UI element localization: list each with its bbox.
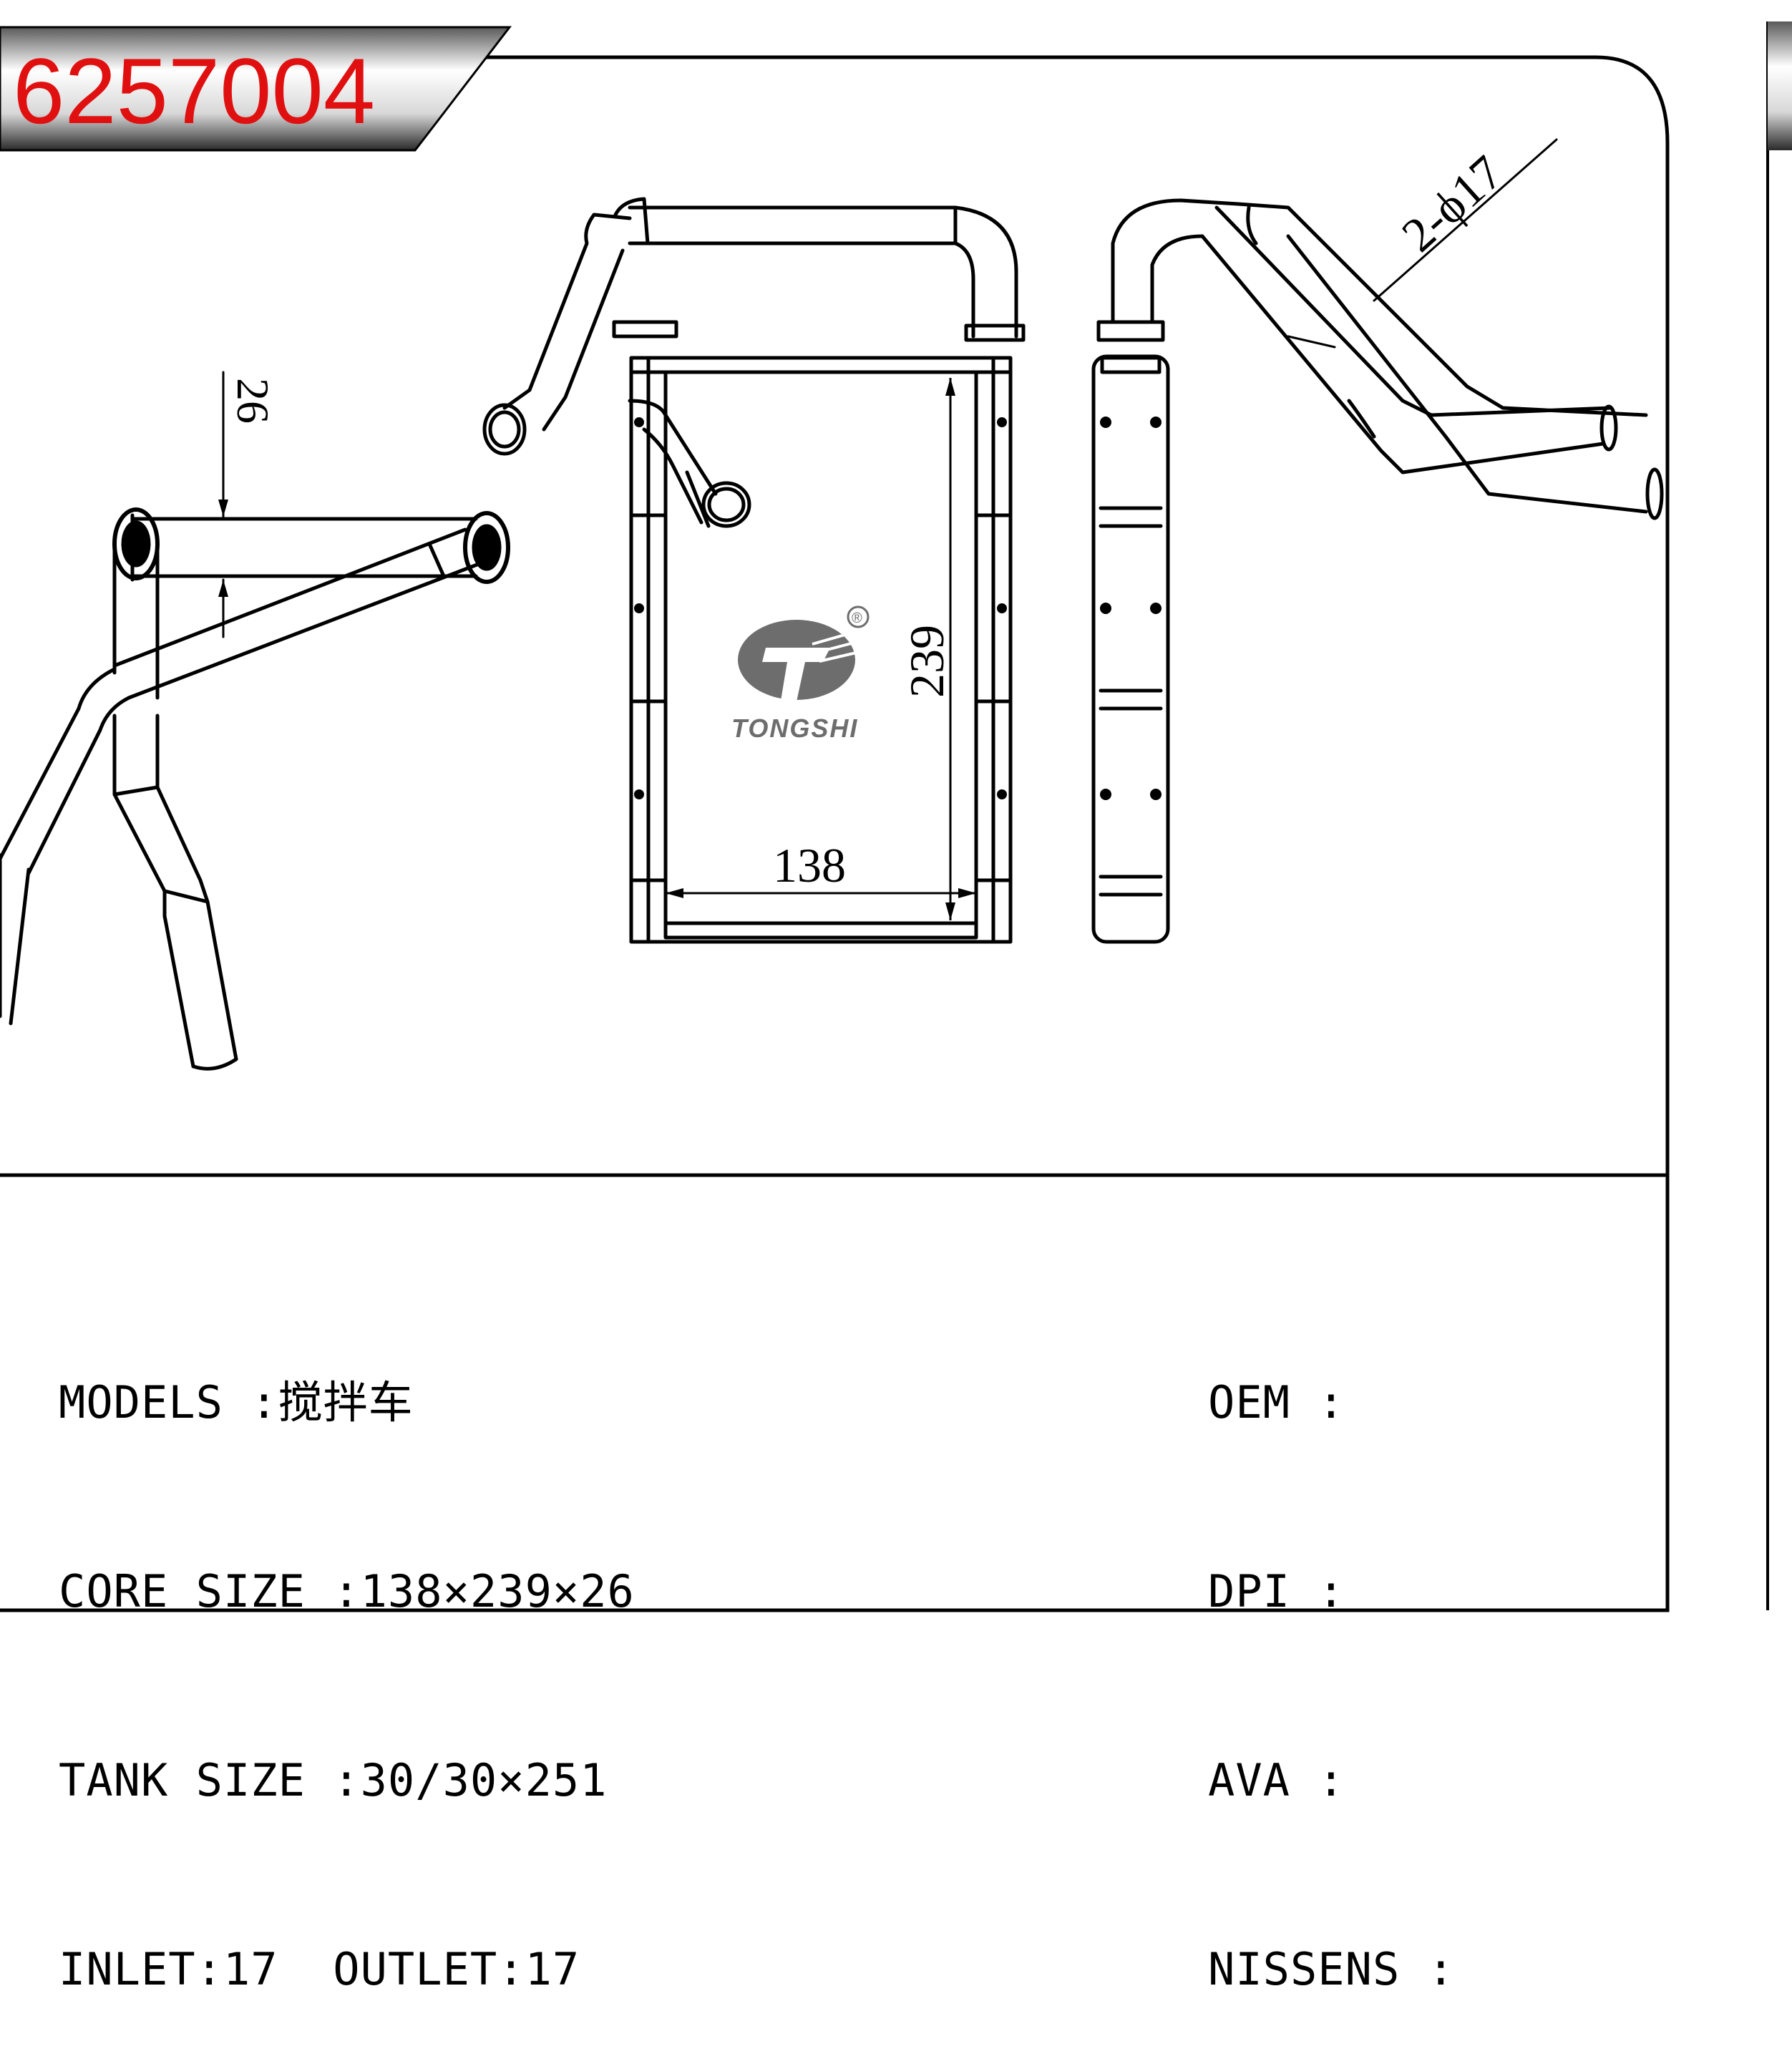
- spec-core-size: CORE SIZE :138×239×26: [59, 1560, 635, 1623]
- spec-block-right: OEM : DPI : AVA : NISSENS :: [1208, 1245, 1455, 2064]
- front-view-bolts: [634, 417, 1007, 799]
- side-view-bolts: [1100, 417, 1162, 800]
- spec-dpi: DPI :: [1208, 1560, 1455, 1623]
- dim-tube-pitch: 26: [228, 378, 278, 424]
- tongshi-logo: ® TONGSHI: [731, 605, 870, 743]
- spec-value: :搅拌车: [223, 1376, 414, 1428]
- spec-label: TANK SIZE: [59, 1754, 306, 1806]
- spec-label: DPI: [1208, 1565, 1290, 1617]
- spec-oem: OEM :: [1208, 1371, 1455, 1434]
- spec-label: INLET:17: [59, 1943, 278, 1995]
- spec-label: CORE SIZE: [59, 1565, 306, 1617]
- side-view: [1091, 138, 1664, 944]
- spec-value: :: [1400, 1943, 1455, 1995]
- part-number: 6257004: [13, 39, 375, 143]
- neighbor-banner: [1768, 21, 1792, 150]
- spec-value: :: [1290, 1376, 1345, 1428]
- spec-block-left: MODELS :搅拌车 CORE SIZE :138×239×26 TANK S…: [59, 1245, 635, 2064]
- spec-inlet-outlet: INLET:17 OUTLET:17: [59, 1938, 635, 2001]
- part-number-banner: 6257004: [0, 26, 512, 152]
- spec-label: AVA: [1208, 1754, 1290, 1806]
- spec-value: :: [1290, 1565, 1345, 1617]
- spec-tank-size: TANK SIZE :30/30×251: [59, 1749, 635, 1812]
- front-view: [482, 197, 1026, 944]
- spec-ava: AVA :: [1208, 1749, 1455, 1812]
- perspective-view: [0, 371, 510, 1071]
- dim-core-height: 239: [900, 625, 954, 698]
- registered-mark: ®: [852, 610, 862, 626]
- spec-value: OUTLET:17: [278, 1943, 580, 1995]
- sheet-frame: [0, 21, 1770, 1612]
- spec-value: :: [1290, 1754, 1345, 1806]
- spec-nissens: NISSENS :: [1208, 1938, 1455, 2001]
- spec-value: :30/30×251: [305, 1754, 608, 1806]
- spec-models: MODELS :搅拌车: [59, 1371, 635, 1434]
- spec-label: MODELS: [59, 1376, 223, 1428]
- spec-label: OEM: [1208, 1376, 1290, 1428]
- drawing-sheet: 6257004 26: [0, 21, 1792, 1612]
- spec-label: NISSENS: [1208, 1943, 1401, 1995]
- dim-pipe-diameter: 2-ϕ17: [1391, 145, 1513, 262]
- dim-core-width: 138: [773, 838, 846, 892]
- front-view-dimensions: [666, 378, 976, 920]
- spec-value: :138×239×26: [305, 1565, 635, 1617]
- brand-wordmark: TONGSHI: [731, 714, 858, 743]
